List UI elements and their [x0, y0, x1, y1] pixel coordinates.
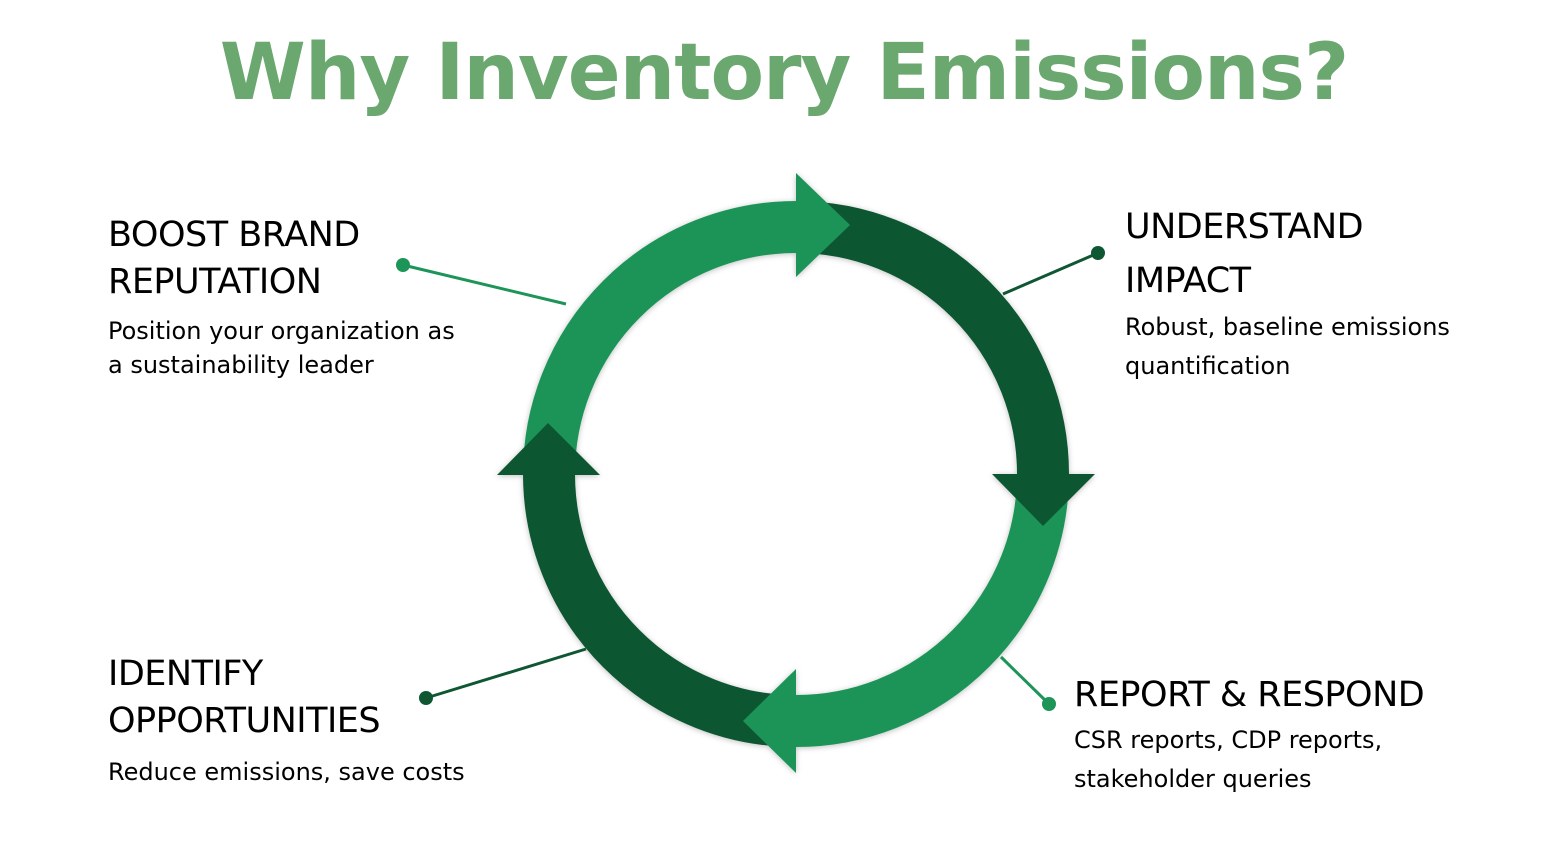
heading-line: IMPACT — [1125, 261, 1251, 301]
arrow-left-icon — [743, 669, 796, 773]
heading-line: IDENTIFY — [108, 654, 263, 694]
item-report-respond: REPORT & RESPOND CSR reports, CDP report… — [1074, 672, 1425, 799]
item-heading: UNDERSTAND IMPACT — [1125, 200, 1450, 308]
page-title: Why Inventory Emissions? — [219, 28, 1349, 118]
connector-brand — [402, 263, 567, 306]
item-heading: REPORT & RESPOND — [1074, 672, 1425, 719]
connector-dot-opportunities — [419, 691, 433, 705]
arrow-down-icon — [992, 474, 1095, 526]
item-understand-impact: UNDERSTAND IMPACT Robust, baseline emiss… — [1125, 200, 1450, 386]
item-heading: BOOST BRAND REPUTATION — [108, 212, 455, 306]
arrow-right-icon — [796, 173, 850, 277]
heading-line: REPUTATION — [108, 262, 322, 302]
connector-dot-report — [1042, 697, 1056, 711]
arc-bottom-right — [795, 473, 1069, 747]
connector-dot-impact — [1091, 246, 1105, 260]
body-line: stakeholder queries — [1074, 765, 1312, 793]
connector-impact — [1002, 251, 1099, 296]
arc-top-left — [523, 201, 797, 475]
connector-report — [999, 655, 1051, 706]
body-line: CSR reports, CDP reports, — [1074, 726, 1383, 754]
item-body: Position your organization as a sustaina… — [108, 314, 455, 382]
body-line: Position your organization as — [108, 317, 455, 345]
arc-bottom-left — [523, 473, 797, 747]
heading-line: REPORT & RESPOND — [1074, 675, 1425, 715]
item-body: Robust, baseline emissions quantificatio… — [1125, 308, 1450, 386]
body-line: Robust, baseline emissions — [1125, 313, 1450, 341]
item-body: Reduce emissions, save costs — [108, 755, 465, 789]
item-heading: IDENTIFY OPPORTUNITIES — [108, 651, 465, 745]
heading-line: BOOST BRAND — [108, 215, 360, 255]
body-line: quantification — [1125, 352, 1291, 380]
item-boost-brand: BOOST BRAND REPUTATION Position your org… — [108, 212, 455, 382]
connector-dot-brand — [396, 258, 410, 272]
heading-line: OPPORTUNITIES — [108, 701, 381, 741]
item-body: CSR reports, CDP reports, stakeholder qu… — [1074, 721, 1424, 799]
arc-top-right — [795, 201, 1069, 475]
heading-line: UNDERSTAND — [1125, 207, 1364, 247]
connector-opportunities — [425, 647, 587, 700]
arrow-up-icon — [497, 423, 600, 475]
body-line: Reduce emissions, save costs — [108, 758, 465, 786]
body-line: a sustainability leader — [108, 351, 374, 379]
item-identify-opportunities: IDENTIFY OPPORTUNITIES Reduce emissions,… — [108, 651, 465, 789]
